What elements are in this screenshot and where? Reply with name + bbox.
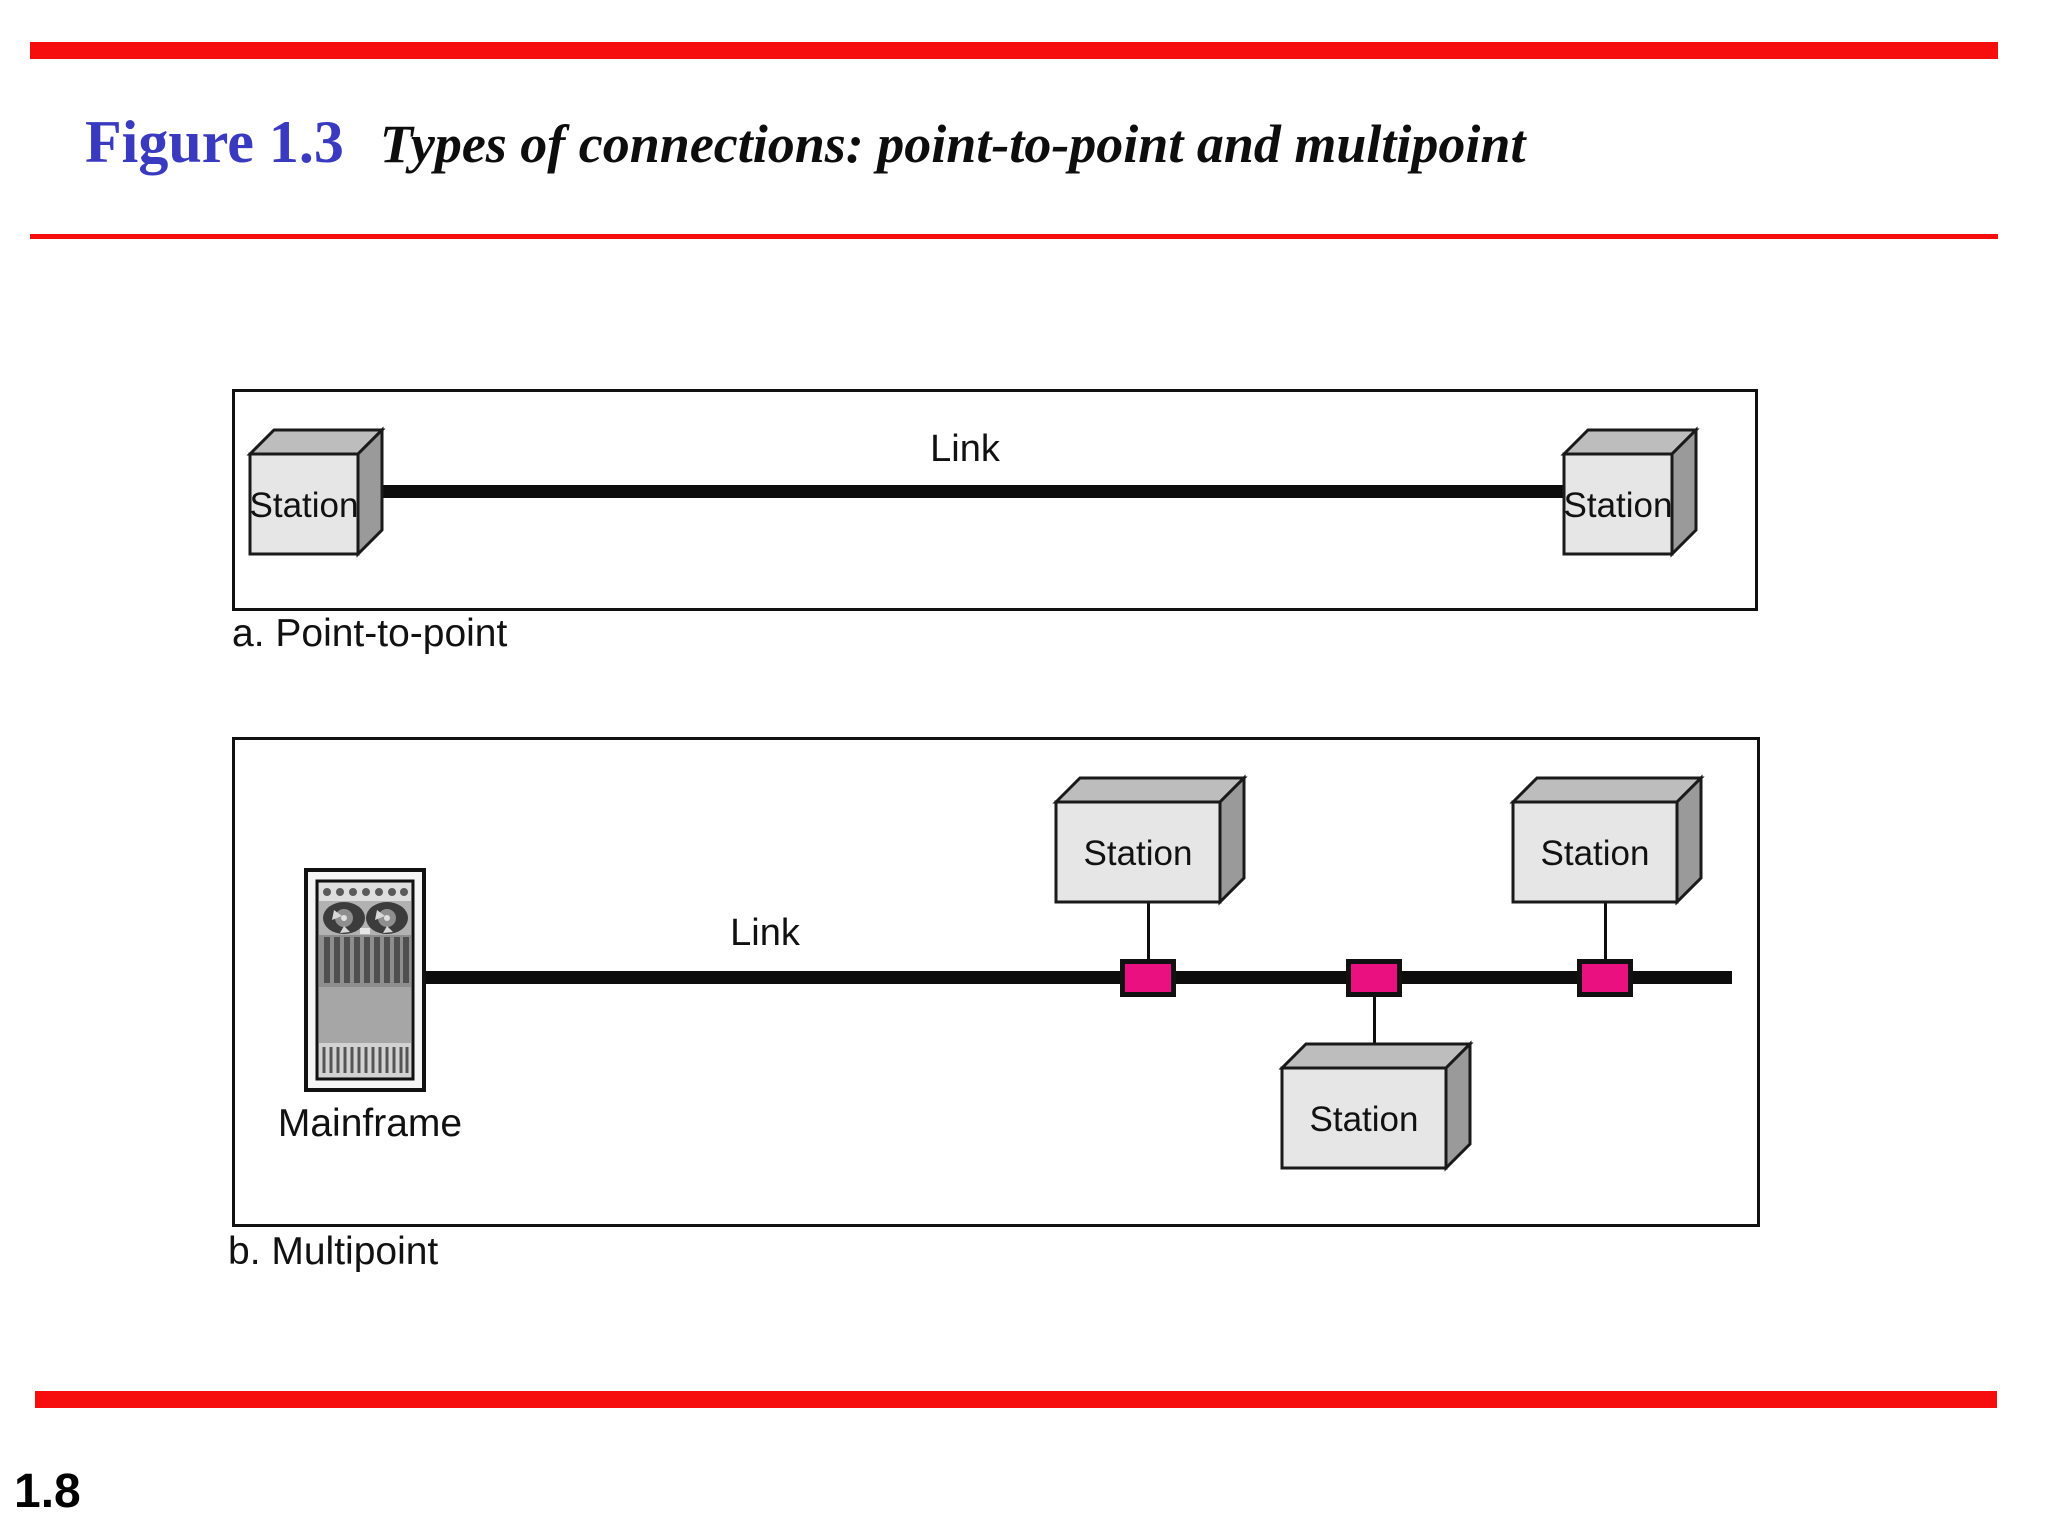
bus-tap (1346, 959, 1402, 997)
station-box-3d-icon: Station (246, 426, 386, 558)
mainframe-icon (304, 868, 426, 1092)
panel-a-caption: a. Point-to-point (232, 612, 508, 655)
panel-b-link-label: Link (730, 912, 800, 954)
figure-title: Types of connections: point-to-point and… (379, 114, 1526, 174)
page-number: 1.8 (14, 1465, 81, 1518)
bus-tap (1577, 959, 1633, 997)
station-box-3d-icon: Station (1509, 774, 1705, 906)
station-label: Station (250, 486, 359, 525)
figure-label: Figure 1.3 (85, 109, 344, 175)
connector-line (1604, 902, 1607, 964)
connector-line (1147, 902, 1150, 964)
panel-b-caption: b. Multipoint (228, 1230, 439, 1273)
station-label: Station (1310, 1100, 1419, 1139)
panel-a-link-label: Link (930, 428, 1000, 470)
station-box-3d-icon: Station (1278, 1040, 1474, 1172)
panel-a-link-line (356, 485, 1566, 498)
header-underline-rule (30, 234, 1998, 239)
station-label: Station (1541, 834, 1650, 873)
bus-tap (1120, 959, 1176, 997)
connector-line (1373, 994, 1376, 1070)
mainframe-label: Mainframe (277, 1102, 463, 1145)
station-box-3d-icon: Station (1052, 774, 1248, 906)
station-label: Station (1084, 834, 1193, 873)
header: Figure 1.3 Types of connections: point-t… (85, 108, 1525, 177)
station-label: Station (1564, 486, 1673, 525)
station-box-3d-icon: Station (1560, 426, 1700, 558)
top-rule-bar (30, 42, 1998, 59)
panel-b-link-line (422, 971, 1732, 984)
panel-a-frame (232, 389, 1758, 611)
bottom-rule-bar (35, 1391, 1997, 1408)
